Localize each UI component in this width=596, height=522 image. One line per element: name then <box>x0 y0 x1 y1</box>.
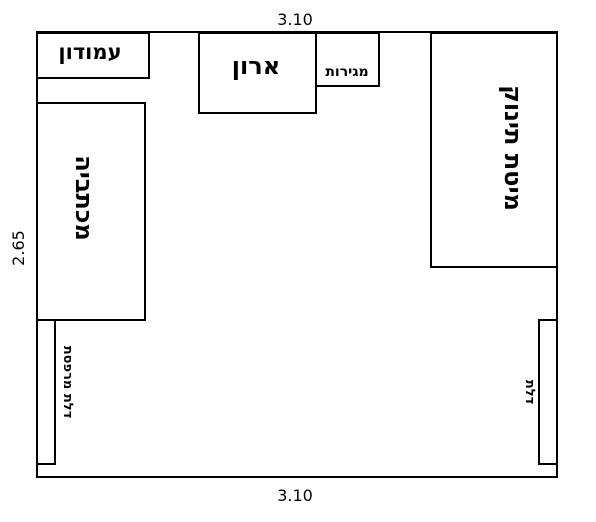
dimension-top: 3.10 <box>277 10 313 29</box>
dimension-left: 2.65 <box>9 230 28 266</box>
balcony-door-box <box>36 319 56 465</box>
closet-label: ארון <box>232 52 280 80</box>
nightstand-label: עמודון <box>58 40 121 64</box>
dimension-bottom: 3.10 <box>277 486 313 505</box>
bed-label: מיטת תינוק <box>499 85 527 211</box>
bed-box <box>430 32 558 268</box>
drawers-box <box>315 32 380 87</box>
door-box <box>538 319 558 465</box>
closet-box <box>198 32 317 114</box>
desk-label: מכתביה <box>70 155 98 241</box>
door-label: דלת <box>522 380 537 405</box>
drawers-label: מגירות <box>325 64 368 80</box>
desk-box <box>36 102 146 321</box>
nightstand-box <box>36 32 150 79</box>
balcony-door-label: דלת מרפסת <box>60 346 75 419</box>
